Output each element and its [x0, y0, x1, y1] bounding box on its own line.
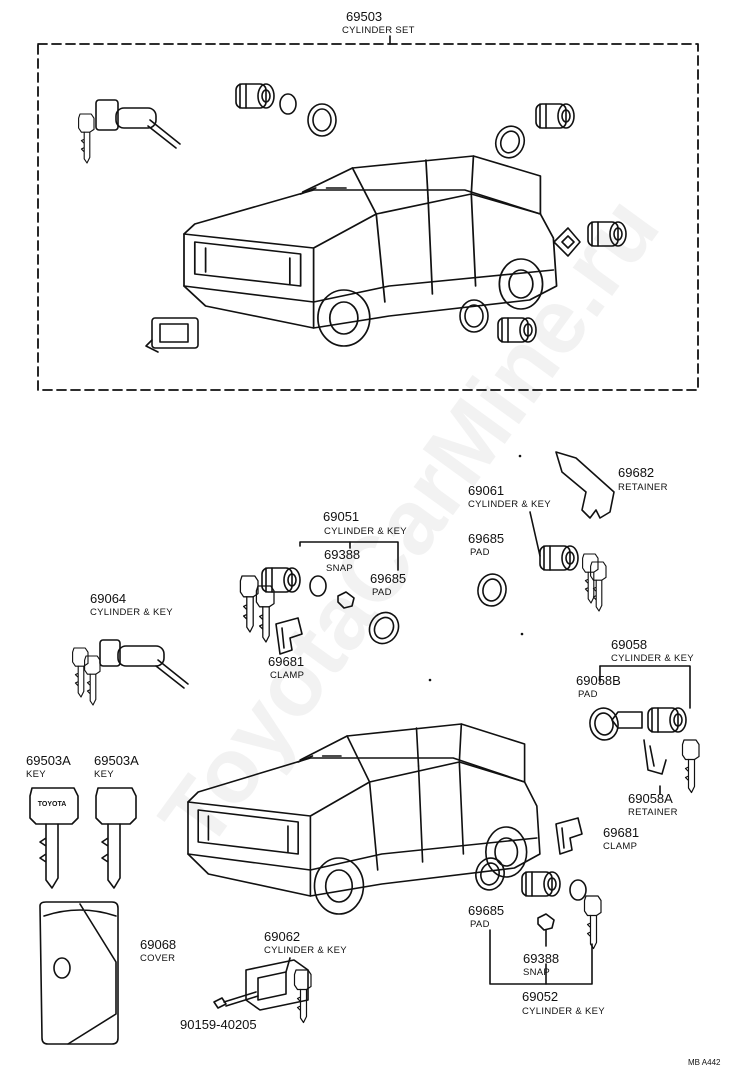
code-69685-bot: 69685	[468, 903, 505, 918]
corner-code: MB A442	[688, 1058, 721, 1067]
name-69061: CYLINDER & KEY	[468, 499, 551, 510]
name-69058: CYLINDER & KEY	[611, 653, 694, 664]
name-69681-left: CLAMP	[270, 670, 305, 681]
key-69503A-2	[95, 787, 137, 889]
code-69061: 69061	[468, 483, 505, 498]
code-90159-40205: 90159-40205	[180, 1017, 257, 1032]
cyl-69064	[72, 639, 189, 706]
code-69503A-1: 69503A	[26, 753, 71, 768]
code-69058B: 69058B	[576, 673, 621, 688]
pad-69685-right	[474, 571, 510, 609]
name-69682: RETAINER	[618, 482, 668, 493]
key-head-text: TOYOTA	[38, 801, 67, 808]
snap-69388-top	[337, 591, 355, 609]
upper-right-cylinder	[553, 221, 627, 257]
code-69681-right: 69681	[603, 825, 640, 840]
code-69681-left: 69681	[268, 654, 305, 669]
name-69681-right: CLAMP	[603, 841, 638, 852]
clamp-69681-left	[275, 617, 303, 655]
upper-car-illustration	[183, 155, 558, 347]
leader-69051	[299, 541, 399, 571]
code-69682: 69682	[618, 465, 655, 480]
name-69503A-2: KEY	[94, 769, 114, 780]
leader-69052	[489, 929, 593, 985]
name-69052: CYLINDER & KEY	[522, 1006, 605, 1017]
key-69503A-1	[29, 787, 79, 889]
code-69068: 69068	[140, 937, 177, 952]
cyl-69061	[539, 545, 607, 612]
retainer-69682	[555, 451, 615, 519]
cyl-69058	[611, 707, 700, 794]
upper-ignition-cylinder	[78, 99, 181, 164]
code-69388-top: 69388	[324, 547, 361, 562]
name-69685-right: PAD	[470, 547, 490, 558]
name-69058A: RETAINER	[628, 807, 678, 818]
cylinder-set-box	[37, 43, 699, 391]
name-69058B: PAD	[578, 689, 598, 700]
cover-69068	[39, 901, 119, 1045]
name-69503A-1: KEY	[26, 769, 46, 780]
pad-69685-mid	[363, 606, 405, 650]
code-69058A: 69058A	[628, 791, 673, 806]
name-69685-bot: PAD	[470, 919, 490, 930]
name-69051: CYLINDER & KEY	[324, 526, 407, 537]
snap-69388-bot	[537, 913, 555, 931]
name-69064: CYLINDER & KEY	[90, 607, 173, 618]
code-69388-bot: 69388	[523, 951, 560, 966]
clamp-69681-right	[555, 817, 583, 855]
name-69388-top: SNAP	[326, 563, 354, 574]
code-69685-right: 69685	[468, 531, 505, 546]
retainer-69058A	[643, 739, 667, 775]
code-69051: 69051	[323, 509, 360, 524]
pad-69685-bot	[471, 854, 509, 894]
lower-car-illustration	[187, 723, 541, 915]
code-69062: 69062	[264, 929, 301, 944]
cyl-69052	[521, 871, 602, 950]
code-69503: 69503	[346, 9, 383, 24]
name-69062: CYLINDER & KEY	[264, 945, 347, 956]
upper-door-cylinder	[235, 83, 337, 137]
upper-glovebox-lock	[145, 317, 199, 353]
bolt-90159-40205	[213, 991, 259, 1009]
name-69068: COVER	[140, 953, 176, 964]
code-69052: 69052	[522, 989, 559, 1004]
leader-69058	[599, 665, 691, 709]
code-69685-mid: 69685	[370, 571, 407, 586]
upper-trunk-cylinder	[490, 103, 575, 163]
name-69388-bot: SNAP	[523, 967, 551, 978]
cyl-69051	[239, 567, 327, 643]
name-69685-mid: PAD	[372, 587, 392, 598]
code-69503A-2: 69503A	[94, 753, 139, 768]
code-69064: 69064	[90, 591, 127, 606]
name-69503: CYLINDER SET	[342, 25, 415, 36]
code-69058: 69058	[611, 637, 648, 652]
